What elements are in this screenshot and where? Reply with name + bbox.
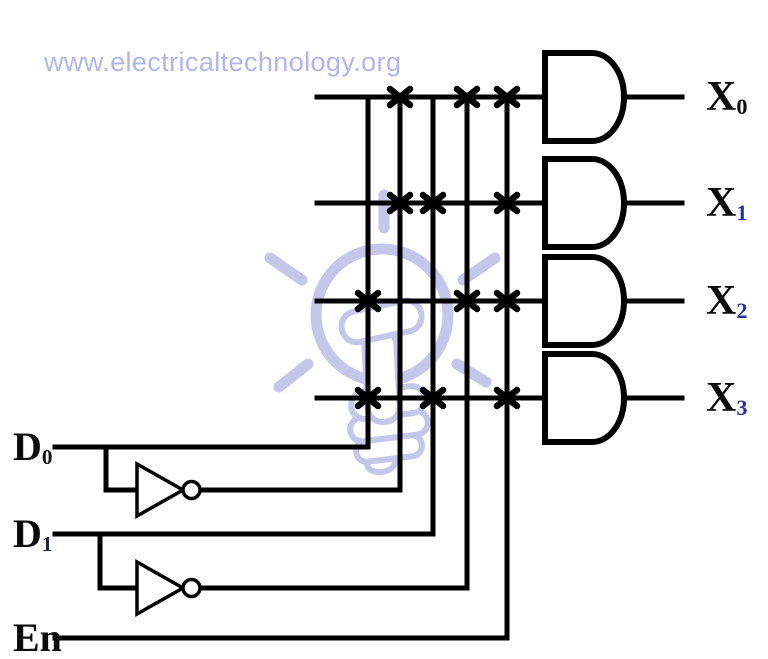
and-gate-1 xyxy=(542,156,627,250)
output-label-x3-base: X xyxy=(706,375,737,421)
output-label-x0: X0 xyxy=(706,76,747,128)
lightbulb-logo-icon xyxy=(264,189,501,476)
input-label-d0-sub: 0 xyxy=(41,445,53,469)
input-label-en-base: En xyxy=(13,615,62,659)
connection-mark-row0-d1-not xyxy=(453,85,481,109)
inverter-bubble-d1 xyxy=(181,577,202,599)
watermark-url: www.electricaltechnology.org xyxy=(44,47,402,77)
output-label-x3-sub: 3 xyxy=(736,395,748,420)
input-label-d0: D0 xyxy=(13,427,52,477)
input-label-en: En xyxy=(13,618,62,659)
output-label-x1-sub: 1 xyxy=(736,200,748,225)
and-gate-2 xyxy=(542,254,627,348)
logo-filament-bar xyxy=(338,297,425,346)
connection-mark-row1-d0-not xyxy=(386,191,414,215)
input-label-d1-sub: 1 xyxy=(41,532,53,556)
logo-ray-upper-left xyxy=(264,252,308,286)
output-label-x0-sub: 0 xyxy=(736,94,748,119)
branch-wire-d0 xyxy=(103,444,140,493)
input-label-d1-base: D xyxy=(13,511,42,556)
not-gate-d1 xyxy=(135,559,187,617)
output-label-x3: X3 xyxy=(706,377,747,429)
output-label-x1: X1 xyxy=(706,182,747,234)
inverter-bubble-d0 xyxy=(181,479,202,501)
connection-mark-row0-en xyxy=(493,85,521,109)
connection-mark-row1-d1 xyxy=(419,191,447,215)
output-label-x0-base: X xyxy=(706,74,737,120)
branch-wire-d1 xyxy=(97,531,140,591)
output-label-x2: X2 xyxy=(706,280,747,332)
connection-mark-row3-d0 xyxy=(354,386,382,410)
logo-ray-lower-left xyxy=(273,358,314,393)
and-gate-3 xyxy=(542,351,627,445)
output-label-x2-base: X xyxy=(706,278,737,324)
connection-mark-row3-d1 xyxy=(419,386,447,410)
input-label-d0-base: D xyxy=(13,424,42,469)
and-gate-0 xyxy=(542,50,627,144)
output-label-x2-sub: 2 xyxy=(736,298,748,323)
not-gate-d0 xyxy=(135,461,187,519)
connection-mark-row1-en xyxy=(493,191,521,215)
connection-mark-row0-d0-not xyxy=(386,85,414,109)
logo-ray-lower-right xyxy=(451,358,492,388)
input-label-d1: D1 xyxy=(13,514,52,564)
connection-mark-row3-en xyxy=(493,386,521,410)
output-label-x1-base: X xyxy=(706,180,737,226)
connection-mark-row2-en xyxy=(493,289,521,313)
connection-mark-row2-d0 xyxy=(354,289,382,313)
connection-mark-row2-d1-not xyxy=(453,289,481,313)
